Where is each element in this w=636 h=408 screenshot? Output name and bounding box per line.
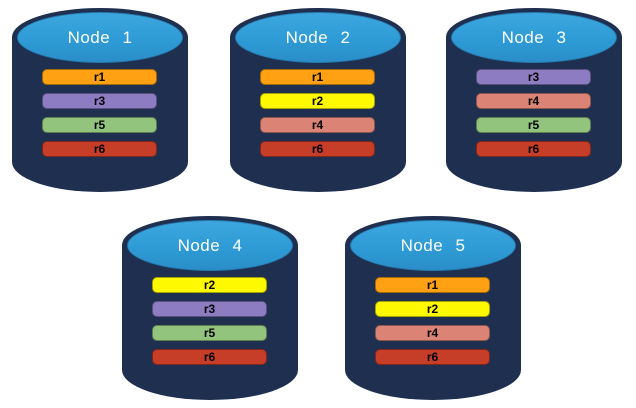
replica-bar-r1: r1 <box>42 69 157 85</box>
replica-bar-r5: r5 <box>42 117 157 133</box>
replica-bar-r6: r6 <box>42 141 157 157</box>
replica-bar-r3: r3 <box>42 93 157 109</box>
replica-list: r3 r4 r5 r6 <box>476 69 591 157</box>
database-node-5: Node 5 r1 r2 r4 r6 <box>345 216 521 400</box>
database-node-1: Node 1 r1 r3 r5 r6 <box>12 8 188 192</box>
replica-bar-r4: r4 <box>260 117 375 133</box>
replica-bar-r6: r6 <box>260 141 375 157</box>
replica-list: r1 r2 r4 r6 <box>375 277 490 365</box>
node-title: Node 5 <box>400 235 466 255</box>
node-title: Node 3 <box>501 27 567 47</box>
database-node-2: Node 2 r1 r2 r4 r6 <box>230 8 406 192</box>
node-title: Node 4 <box>177 235 243 255</box>
replica-bar-r5: r5 <box>152 325 267 341</box>
replica-bar-r1: r1 <box>375 277 490 293</box>
replica-bar-r3: r3 <box>476 69 591 85</box>
replica-bar-r4: r4 <box>375 325 490 341</box>
cylinder-top-ellipse: Node 4 <box>127 220 293 271</box>
database-node-4: Node 4 r2 r3 r5 r6 <box>122 216 298 400</box>
node-title: Node 1 <box>67 27 133 47</box>
replica-list: r2 r3 r5 r6 <box>152 277 267 365</box>
cylinder-top-ellipse: Node 2 <box>235 12 401 63</box>
replica-bar-r1: r1 <box>260 69 375 85</box>
replica-bar-r2: r2 <box>375 301 490 317</box>
replica-bar-r2: r2 <box>152 277 267 293</box>
database-node-3: Node 3 r3 r4 r5 r6 <box>446 8 622 192</box>
replica-bar-r2: r2 <box>260 93 375 109</box>
replica-bar-r6: r6 <box>476 141 591 157</box>
replica-bar-r4: r4 <box>476 93 591 109</box>
cylinder-top-ellipse: Node 1 <box>17 12 183 63</box>
replica-list: r1 r2 r4 r6 <box>260 69 375 157</box>
replica-bar-r5: r5 <box>476 117 591 133</box>
cylinder-top-ellipse: Node 3 <box>451 12 617 63</box>
replica-bar-r6: r6 <box>152 349 267 365</box>
node-title: Node 2 <box>285 27 351 47</box>
replica-bar-r6: r6 <box>375 349 490 365</box>
replica-bar-r3: r3 <box>152 301 267 317</box>
replica-list: r1 r3 r5 r6 <box>42 69 157 157</box>
cylinder-top-ellipse: Node 5 <box>350 220 516 271</box>
